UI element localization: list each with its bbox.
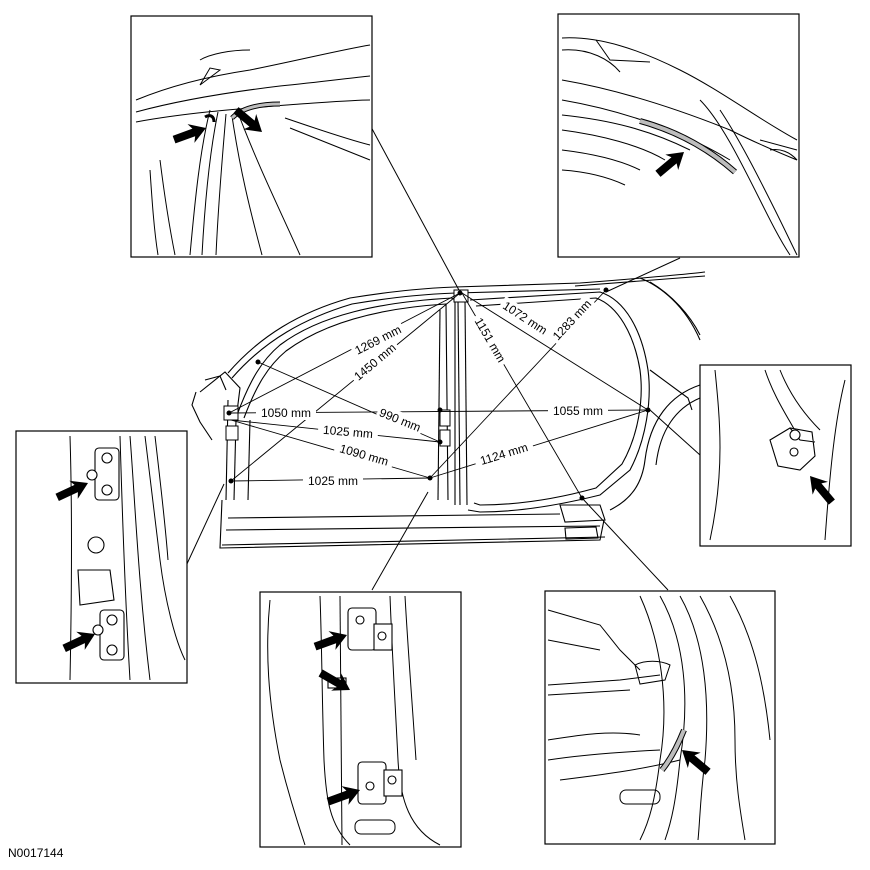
dim-1283: 1283 mm [550, 297, 594, 343]
dim-1055: 1055 mm [553, 404, 603, 418]
dim-1151: 1151 mm [472, 315, 509, 365]
dim-1124: 1124 mm [478, 440, 529, 468]
center-pillar-hinge-detail [259, 591, 462, 848]
dim-1050: 1050 mm [261, 406, 311, 420]
rear-striker-detail [699, 364, 852, 547]
dim-990: 990 mm [377, 405, 422, 434]
dimension-points [226, 287, 651, 501]
dim-1025-lower: 1025 mm [308, 474, 358, 488]
dimension-labels: 1269 mm 1450 mm 1072 mm 1151 mm 1283 mm … [256, 294, 608, 488]
body-side-outline [191, 271, 706, 549]
rear-sill-detail [544, 590, 776, 845]
dim-1025-upper: 1025 mm [322, 423, 373, 441]
roof-rear-detail [557, 13, 800, 258]
roof-front-detail [130, 15, 373, 258]
dim-1072: 1072 mm [500, 299, 550, 338]
front-hinge-detail [15, 430, 188, 684]
body-hardware [223, 289, 469, 447]
figure-id: N0017144 [8, 846, 64, 860]
dim-1090: 1090 mm [338, 441, 390, 468]
